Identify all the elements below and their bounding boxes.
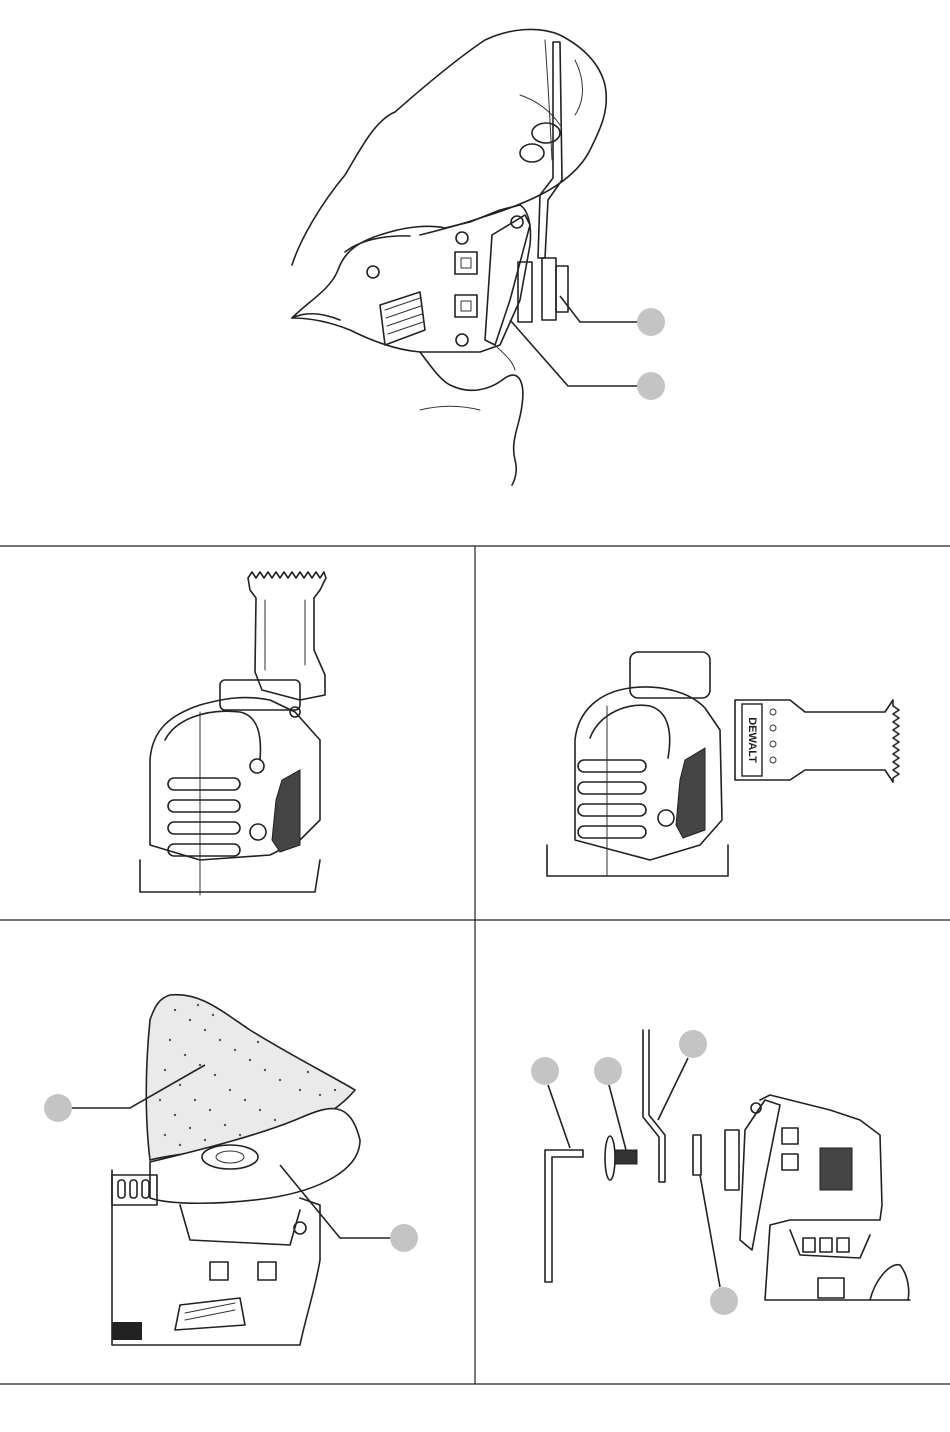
screw-2 (456, 232, 468, 244)
middle-left-figure (140, 572, 326, 895)
clamp-lever-side (740, 1100, 780, 1250)
accessory-side (643, 1030, 665, 1182)
fingertip-1 (532, 123, 560, 143)
upper-hand (292, 29, 606, 265)
vent-slot-2 (168, 800, 240, 812)
lower-hand (292, 314, 523, 485)
screw (615, 1150, 637, 1164)
bottom-left-figure (44, 995, 418, 1345)
rubber-grip (272, 770, 300, 852)
leader-2 (510, 320, 638, 386)
leader-8 (700, 1175, 720, 1287)
leader-5 (548, 1085, 570, 1148)
grip-panel-side (820, 1148, 852, 1190)
held-accessory (538, 42, 562, 258)
grip-panel (380, 292, 425, 345)
clamp-housing-right (630, 652, 710, 698)
callout-circle (390, 1224, 418, 1252)
top-figure (292, 29, 665, 485)
callout-circle (594, 1057, 622, 1085)
finger-line-2 (520, 95, 560, 125)
badge-mark (112, 1322, 142, 1340)
thumb-line (575, 60, 583, 115)
rubber-grip-right (676, 748, 705, 838)
hand-edge (870, 1265, 909, 1300)
screw-4 (456, 334, 468, 346)
screw-1 (367, 266, 379, 278)
button-2 (455, 295, 477, 317)
flange (693, 1135, 701, 1175)
body-base-right (547, 845, 728, 876)
hex-key (545, 1150, 583, 1282)
head-top-contour (165, 711, 260, 760)
body-contour (345, 236, 410, 252)
button-1 (455, 252, 477, 274)
vent-slot-1 (168, 778, 240, 790)
washer (605, 1136, 615, 1180)
leader-1 (560, 296, 638, 322)
callout-circle (710, 1287, 738, 1315)
body-base (140, 860, 320, 892)
tool-body (292, 205, 531, 352)
callout-circle (679, 1030, 707, 1058)
clamp-flange (542, 258, 556, 320)
callout-circle (637, 372, 665, 400)
leader-7 (658, 1058, 688, 1120)
vent-slot-3 (168, 822, 240, 834)
callout-circle (531, 1057, 559, 1085)
callout-circle (637, 308, 665, 336)
bottom-right-figure (531, 1030, 910, 1315)
middle-right-figure: DEWALT (547, 652, 899, 876)
brand-mark: DEWALT (746, 717, 758, 763)
fingertip-2 (520, 144, 544, 162)
callout-circle (44, 1094, 72, 1122)
leader-6 (609, 1085, 626, 1150)
